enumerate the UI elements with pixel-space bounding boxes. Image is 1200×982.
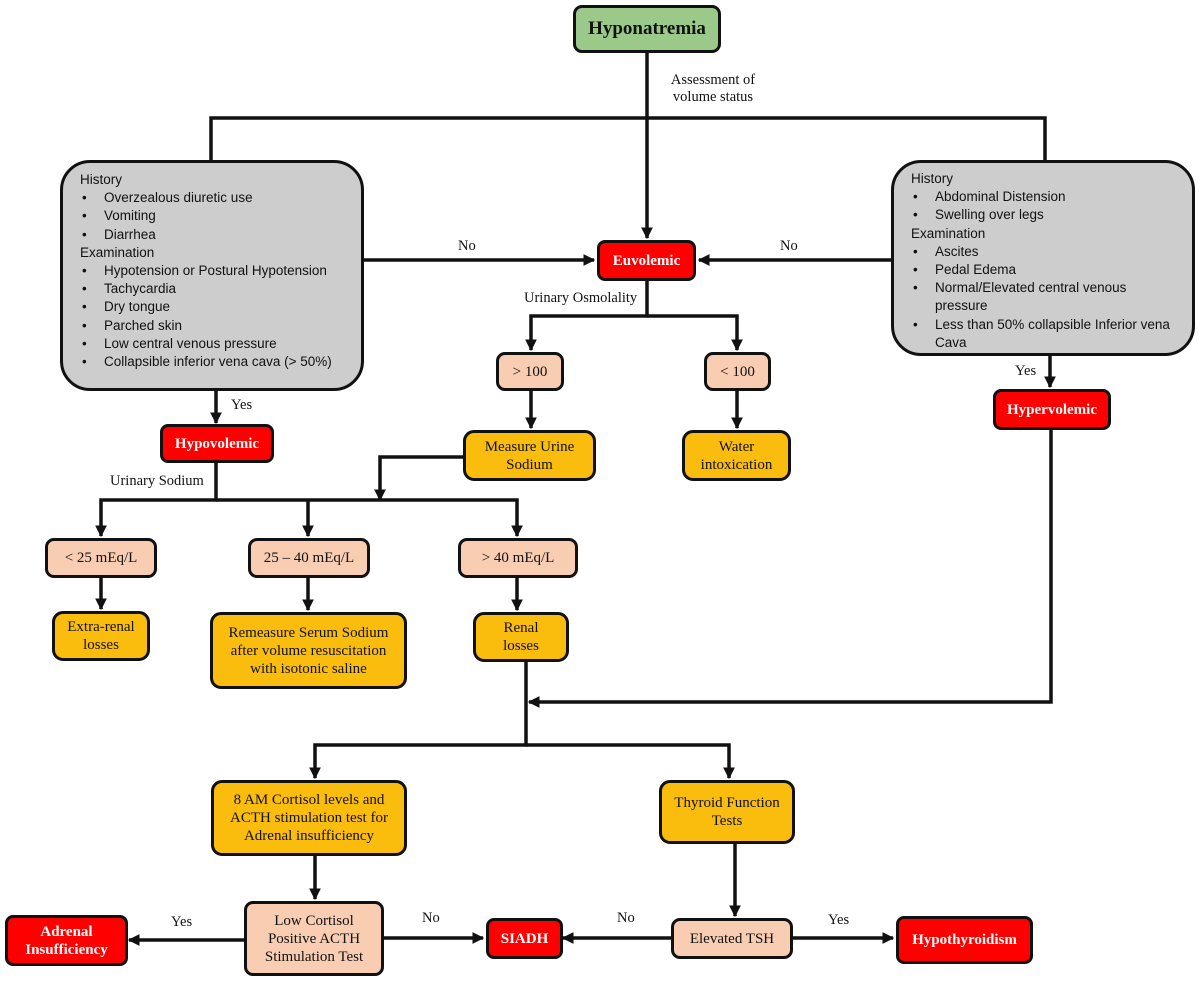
no-label-left: No [458,238,476,254]
no-label-right: No [780,238,798,254]
examination-item: Ascites [911,243,1180,261]
no-label-tsh: No [617,910,635,926]
connector-line [95,462,218,538]
examination-heading: Examination [80,244,155,260]
hypothyroidism-node: Hypothyroidism [896,916,1033,964]
history-list: Abdominal Distension Swelling over legs [911,188,1180,225]
hypervolemic-node: Hypervolemic [993,389,1111,430]
examination-item: Collapsible inferior vena cava (> 50%) [80,353,349,371]
yes-label-tsh: Yes [828,912,850,928]
water-intoxication-node: Water intoxication [682,430,791,481]
yes-label-adrenal: Yes [171,914,193,930]
urinary-sodium-label: Urinary Sodium [110,473,204,489]
hypervolemic-findings-panel: History Abdominal Distension Swelling ov… [891,160,1195,356]
siadh-node: SIADH [486,918,563,959]
examination-item: Less than 50% collapsible Inferior vena … [911,316,1180,352]
history-heading: History [911,171,954,186]
hypovolemic-findings-panel: History Overzealous diuretic use Vomitin… [60,160,364,391]
assessment-label: Assessment of volume status [670,72,756,106]
examination-item: Tachycardia [80,280,349,298]
renal-losses-node: Renal losses [473,612,569,662]
history-item: Abdominal Distension [911,188,1180,206]
history-list: Overzealous diuretic use Vomiting Diarrh… [80,189,349,244]
connector-line [216,498,523,538]
history-item: Overzealous diuretic use [80,189,349,207]
euvolemic-node: Euvolemic [597,240,696,281]
yes-label-hypovolemic: Yes [231,397,253,413]
history-item: Diarrhea [80,226,349,244]
urinary-osmolality-label: Urinary Osmolality [524,290,638,306]
low-cortisol-node: Low Cortisol Positive ACTH Stimulation T… [244,901,384,976]
examination-heading: Examination [911,225,986,241]
history-heading: History [80,172,123,187]
examination-item: Pedal Edema [911,261,1180,279]
remeasure-serum-sodium-node: Remeasure Serum Sodium after volume resu… [210,612,407,689]
extra-renal-losses-node: Extra-renal losses [52,611,150,661]
history-item: Vomiting [80,207,349,225]
measure-urine-sodium-node: Measure Urine Sodium [463,430,596,481]
connector-line [309,660,528,780]
examination-item: Dry tongue [80,298,349,316]
examination-item: Low central venous pressure [80,335,349,353]
connector-line [209,116,1047,162]
hyponatremia-node: Hyponatremia [573,5,721,53]
connector-line [525,280,649,352]
connector-line [374,455,465,502]
osmolality-lt100-node: < 100 [704,352,771,391]
connector-line [527,429,1053,708]
history-item: Swelling over legs [911,206,1180,224]
examination-list: Hypotension or Postural Hypotension Tach… [80,262,349,371]
examination-item: Hypotension or Postural Hypotension [80,262,349,280]
connector-line [647,314,743,352]
adrenal-insufficiency-node: Adrenal Insufficiency [5,915,128,966]
connector-line [526,743,735,780]
hypovolemic-node: Hypovolemic [160,424,274,463]
sodium-25-40-node: 25 – 40 mEq/L [248,538,370,578]
cortisol-acth-test-node: 8 AM Cortisol levels and ACTH stimulatio… [211,780,407,856]
osmolality-gt100-node: > 100 [496,352,564,391]
examination-item: Normal/Elevated central venous pressure [911,279,1180,315]
thyroid-function-tests-node: Thyroid Function Tests [659,780,795,844]
no-label-cortisol: No [422,910,440,926]
yes-label-hypervolemic: Yes [1015,363,1037,379]
elevated-tsh-node: Elevated TSH [671,918,793,959]
examination-list: Ascites Pedal Edema Normal/Elevated cent… [911,243,1180,352]
sodium-gt40-node: > 40 mEq/L [458,538,578,578]
examination-item: Parched skin [80,317,349,335]
sodium-lt25-node: < 25 mEq/L [45,538,157,578]
